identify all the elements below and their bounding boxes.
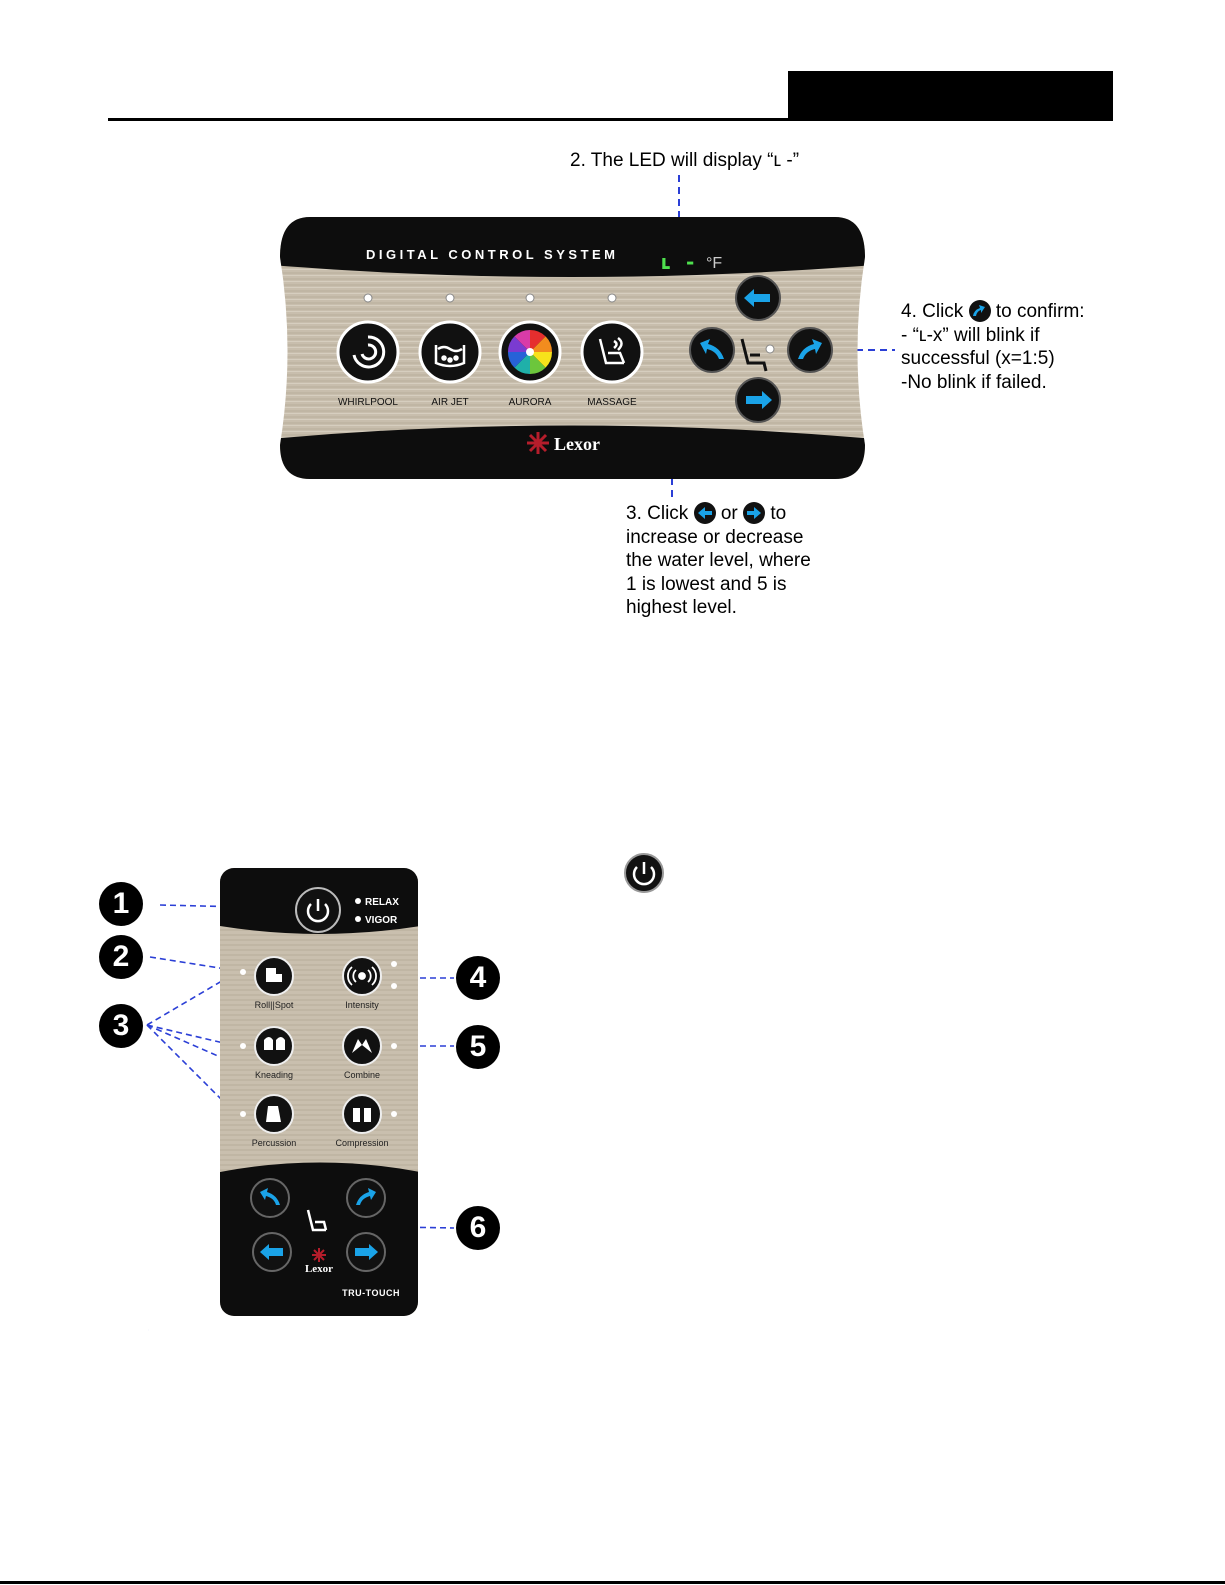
- remote-right-button[interactable]: [346, 1232, 386, 1272]
- combine-label: Combine: [344, 1070, 380, 1080]
- curved-arrow-right-icon: [356, 1188, 376, 1205]
- aurora-label: AURORA: [509, 397, 552, 408]
- left-arrow-icon: [260, 1244, 283, 1260]
- power-button-reference: [624, 853, 664, 893]
- lexor-logo: Lexor: [527, 432, 600, 454]
- control-panel: DIGITAL CONTROL SYSTEM ʟ - °F: [280, 217, 865, 479]
- temperature-unit: °F: [706, 255, 722, 272]
- left-arrow-icon: [744, 289, 770, 307]
- kneading-hands-icon: [264, 1037, 285, 1050]
- remote-lexor-logo: Lexor: [305, 1248, 333, 1275]
- compression-hands-icon: [353, 1108, 371, 1122]
- compression-label: Compression: [335, 1138, 388, 1148]
- aurora-button[interactable]: [498, 320, 562, 384]
- combine-button[interactable]: [342, 1026, 382, 1066]
- intensity-label: Intensity: [345, 1000, 379, 1010]
- right-arrow-icon: [355, 1244, 378, 1260]
- right-button-inline: [743, 502, 766, 524]
- power-icon: [632, 862, 656, 886]
- airjet-indicator: [445, 293, 455, 303]
- whirlpool-icon: [352, 335, 386, 369]
- callout-6: 6: [456, 1206, 500, 1250]
- roll-spot-button[interactable]: [254, 956, 294, 996]
- kneading-label: Kneading: [255, 1070, 293, 1080]
- massage-button[interactable]: [580, 320, 644, 384]
- aurora-indicator: [525, 293, 535, 303]
- position-indicator: [765, 344, 775, 354]
- vigor-label: VIGOR: [365, 915, 398, 926]
- massage-label: MASSAGE: [587, 397, 637, 408]
- relax-label: RELAX: [365, 897, 399, 908]
- panel-title: DIGITAL CONTROL SYSTEM: [366, 247, 619, 262]
- whirlpool-indicator: [363, 293, 373, 303]
- power-icon: [306, 899, 330, 923]
- curved-arrow-left-icon: [260, 1188, 280, 1205]
- confirm-button-inline: [968, 300, 991, 322]
- color-wheel-icon: [507, 329, 553, 375]
- remote-left-button[interactable]: [252, 1232, 292, 1272]
- percussion-label: Percussion: [252, 1138, 297, 1148]
- remote-recline-forward-button[interactable]: [346, 1178, 386, 1218]
- massage-indicator: [607, 293, 617, 303]
- percussion-hand-icon: [266, 1106, 281, 1122]
- step3-note: 3. Click or to increase or decrease the …: [626, 502, 811, 618]
- led-display: ʟ -: [660, 250, 696, 274]
- roll-spot-label: Roll||Spot: [255, 1000, 294, 1010]
- right-arrow-icon: [746, 391, 772, 409]
- remote-recline-back-button[interactable]: [250, 1178, 290, 1218]
- airjet-label: AIR JET: [431, 397, 468, 408]
- recline-back-button[interactable]: [689, 327, 735, 373]
- step2-note: 2. The LED will display “ʟ -”: [570, 150, 800, 171]
- header-block: [788, 71, 1113, 120]
- remote-chair-icon: [306, 1209, 328, 1232]
- massage-chair-icon: [598, 336, 626, 365]
- header-rule: [108, 118, 1113, 121]
- callout-3: 3: [99, 1004, 143, 1048]
- up-button[interactable]: [735, 275, 781, 321]
- step4-note: 4. Click to confirm: - “ʟ-x” will blink …: [901, 300, 1085, 393]
- airjet-icon: [434, 345, 466, 368]
- chair-icon: [740, 338, 768, 372]
- intensity-button[interactable]: [342, 956, 382, 996]
- airjet-button[interactable]: [418, 320, 482, 384]
- remote-control: RELAX VIGOR Roll||Spot Intensity Kneadin…: [220, 868, 418, 1316]
- callout-1: 1: [99, 882, 143, 926]
- callout-4: 4: [456, 956, 500, 1000]
- curved-arrow-left-icon: [700, 339, 724, 359]
- whirlpool-label: WHIRLPOOL: [338, 397, 398, 408]
- footer-rule: [0, 1581, 1225, 1584]
- left-button-inline: [693, 502, 716, 524]
- kneading-button[interactable]: [254, 1026, 294, 1066]
- vibration-icon: [347, 966, 377, 986]
- remote-connectors: [146, 904, 455, 1229]
- compression-button[interactable]: [342, 1094, 382, 1134]
- down-button[interactable]: [735, 377, 781, 423]
- curved-arrow-right-icon: [798, 339, 822, 359]
- percussion-button[interactable]: [254, 1094, 294, 1134]
- model-label: TRU-TOUCH: [342, 1288, 400, 1298]
- hand-icon: [266, 968, 282, 982]
- callout-5: 5: [456, 1025, 500, 1069]
- power-button[interactable]: [295, 887, 341, 933]
- recline-forward-button[interactable]: [787, 327, 833, 373]
- whirlpool-button[interactable]: [336, 320, 400, 384]
- svg-text:Lexor: Lexor: [305, 1263, 333, 1275]
- callout-2: 2: [99, 935, 143, 979]
- combine-hands-icon: [352, 1039, 372, 1053]
- svg-text:Lexor: Lexor: [554, 434, 600, 454]
